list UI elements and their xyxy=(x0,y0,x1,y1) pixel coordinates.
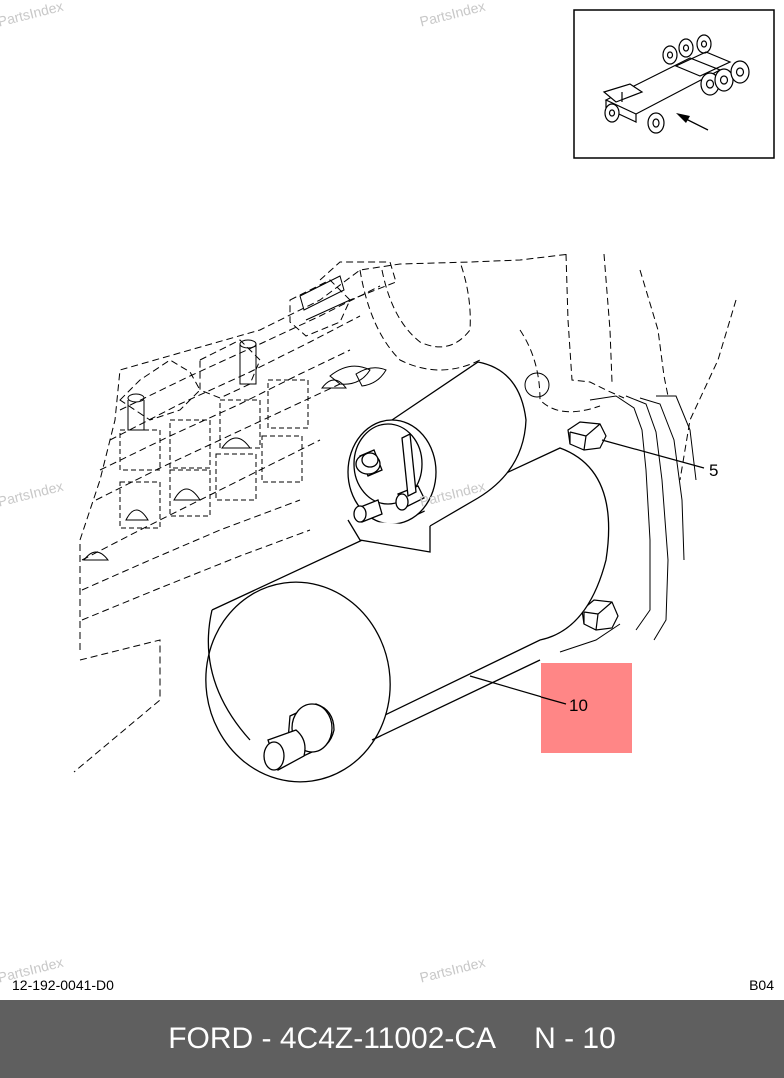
diagram-position: N - 10 xyxy=(534,1022,616,1055)
part-number: FORD - 4C4Z-11002-CA xyxy=(168,1022,497,1055)
bellhousing-flange xyxy=(559,395,697,653)
pinion-shaft xyxy=(263,703,335,771)
callout-label-10: 10 xyxy=(569,696,588,715)
part-footer: FORD - 4C4Z-11002-CA N - 10 xyxy=(0,1000,784,1078)
mounting-bolt-upper xyxy=(567,421,607,451)
mounting-bolt-lower xyxy=(581,599,619,631)
sheet-code: B04 xyxy=(749,977,774,993)
locator-arrow-icon xyxy=(676,113,709,131)
callout-highlight xyxy=(541,663,632,753)
leader-line-5 xyxy=(601,439,705,469)
solenoid xyxy=(347,361,527,553)
drawing-code: 12-192-0041-D0 xyxy=(12,977,114,993)
truck-chassis-locator-icon xyxy=(602,34,750,134)
locator-inset xyxy=(573,9,775,159)
callout-label-5: 5 xyxy=(709,461,718,480)
starter-motor xyxy=(205,361,610,783)
engine-block xyxy=(73,253,737,773)
starter-motor-diagram: 5 10 xyxy=(73,9,775,783)
